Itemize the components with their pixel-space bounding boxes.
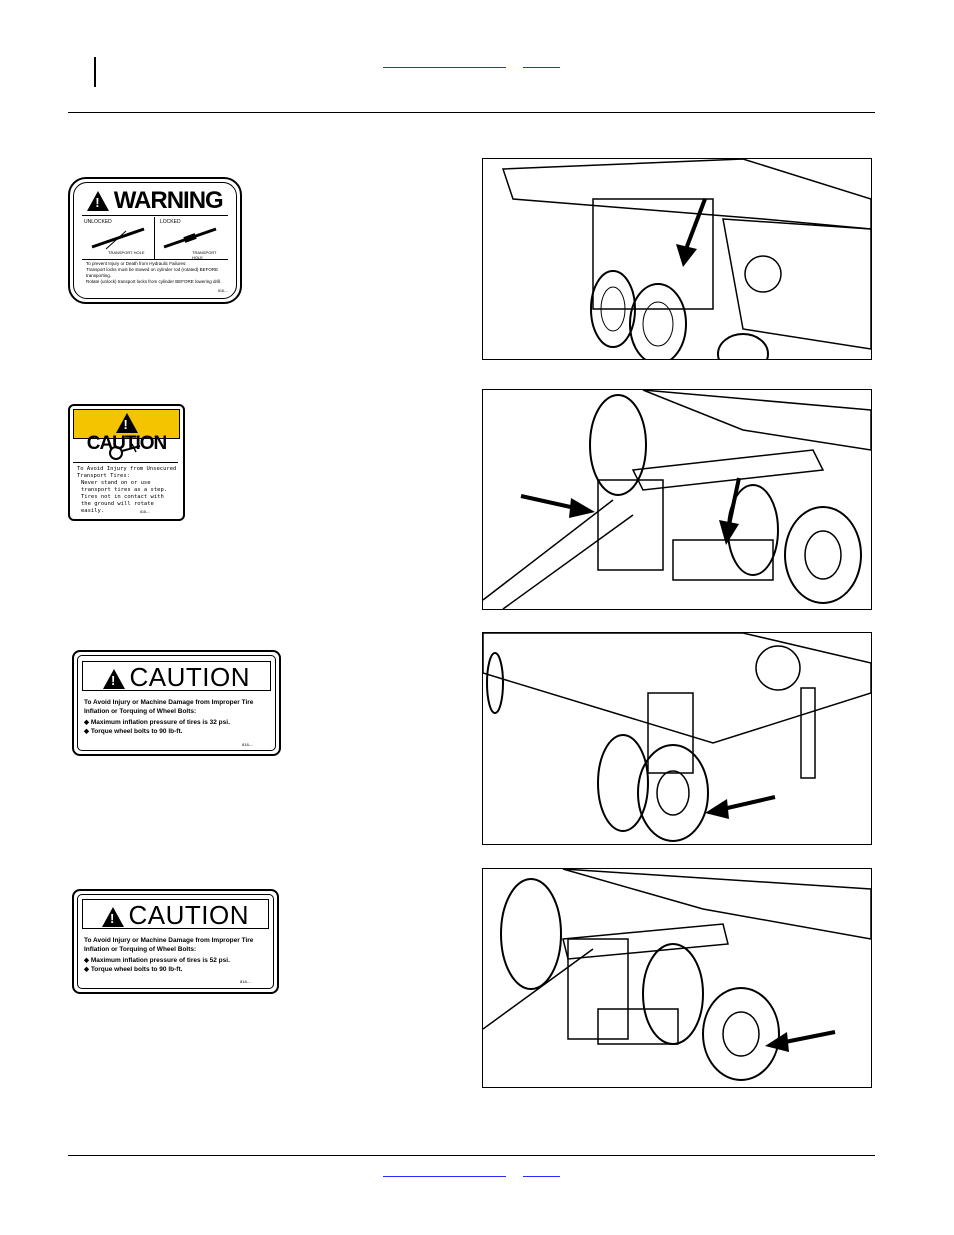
warning-code: 818-... [218,289,228,293]
machine-illustration [483,869,871,1081]
caution-wheel-1-intro: To Avoid Injury or Machine Damage from I… [84,699,254,715]
header-margin-bar [94,57,96,87]
unlocked-label: UNLOCKED [84,219,112,225]
figure-transport-tires [482,389,872,610]
warning-bullet-2: Rotate (unlock) transport locks from cyl… [86,279,222,284]
rolling-tire-icon [109,443,141,460]
caution-triangle-icon [115,413,138,433]
machine-illustration [501,159,871,359]
transport-hole-left: TRANSPORT HOLE [108,250,145,255]
caution-wheel-1-bullet-2: Torque wheel bolts to 90 lb-ft. [90,728,183,735]
header-link-1[interactable] [383,67,506,68]
header-rule [68,112,875,113]
arrow-icon [676,198,707,267]
caution-tires-decal: CAUTION To Avoid Injury from Unsecured T… [68,404,185,521]
caution-tires-line-1: Never stand on or use transport tires as… [81,480,168,493]
caution-triangle-icon [102,907,125,927]
arrow-icon [705,795,776,819]
figure-transport-lock [482,158,872,360]
caution-wheel-decal-1: CAUTION To Avoid Injury or Machine Damag… [72,650,281,756]
figure-gauge-wheels [482,632,872,845]
cylinder-locked-icon [163,227,217,249]
footer-link-2[interactable] [523,1176,560,1177]
arrow-icon [520,477,741,545]
caution-wheel-2-intro: To Avoid Injury or Machine Damage from I… [84,937,254,953]
caution-wheel-2-bullet-1: Maximum inflation pressure of tires is 5… [90,957,230,964]
machine-illustration [483,633,871,842]
caution-wheel-decal-2: CAUTION To Avoid Injury or Machine Damag… [72,889,279,994]
caution-tires-heading: CAUTION [86,433,168,454]
cylinder-unlocked-icon [91,227,145,250]
warning-intro: To prevent Injury or Death from Hydrauli… [86,261,187,266]
warning-decal: WARNING UNLOCKED LOCKED TRANSPORT HOLE T… [68,177,242,304]
caution-tires-code: 818-... [140,510,150,514]
caution-triangle-icon [103,669,126,689]
caution-wheel-1-heading: CAUTION [129,662,250,692]
header-link-2[interactable] [523,67,560,68]
caution-tires-line-2: Tires not in contact with the ground wil… [81,494,164,514]
caution-wheel-2-code: 818-... [240,979,252,984]
caution-wheel-2-bullet-2: Torque wheel bolts to 90 lb-ft. [90,966,183,973]
warning-bullet-1: Transport locks must be stowed on cylind… [86,267,219,278]
figure-transport-wheels [482,868,872,1088]
machine-illustration [483,390,871,609]
caution-tires-intro: To Avoid Injury from Unsecured Transport… [77,466,177,479]
warning-triangle-icon [87,191,110,211]
footer-link-1[interactable] [383,1176,506,1177]
caution-wheel-2-heading: CAUTION [128,900,249,930]
arrow-icon [765,1030,836,1052]
caution-wheel-1-bullet-1: Maximum inflation pressure of tires is 3… [90,719,230,726]
footer-rule [68,1155,875,1156]
locked-label: LOCKED [160,219,181,225]
transport-hole-right: TRANSPORT HOLE [192,250,217,260]
warning-heading: WARNING [113,187,224,214]
caution-wheel-1-code: 818-... [242,742,254,747]
